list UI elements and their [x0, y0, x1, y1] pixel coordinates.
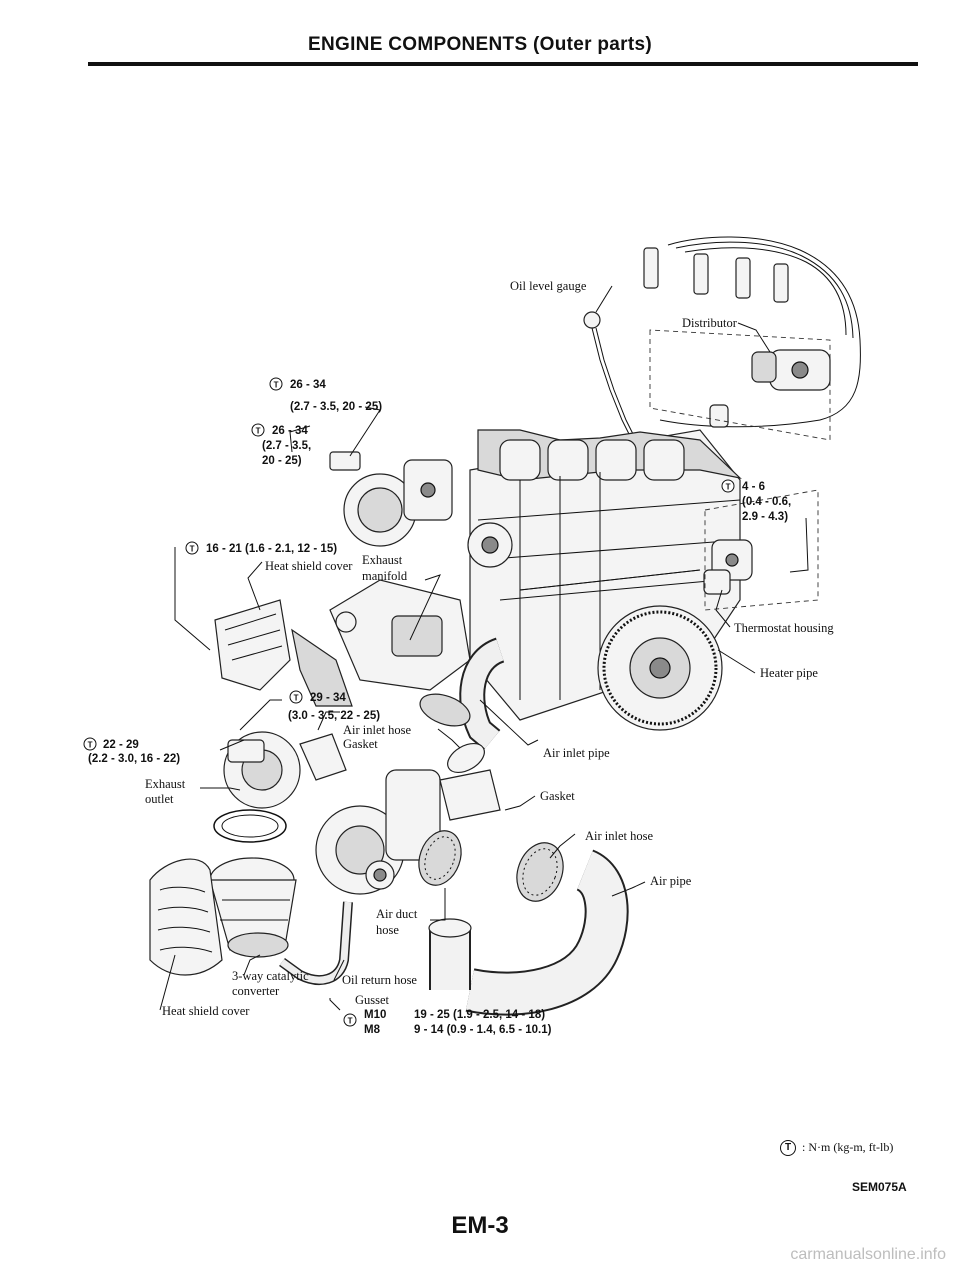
label-air-inlet-pipe: Air inlet pipe — [543, 746, 610, 760]
catalytic-converter-part — [209, 857, 297, 958]
label-distributor: Distributor — [682, 316, 738, 330]
distributor-part — [649, 329, 831, 441]
label-torque-4-6-detail1: (0.4 - 0.6, — [742, 496, 791, 508]
heat-shield-cover-upper-part — [214, 599, 353, 707]
label-catalytic-converter-2: converter — [232, 984, 280, 998]
label-m10: M10 — [364, 1009, 386, 1021]
label-oil-return-hose: Oil return hose — [342, 973, 417, 987]
label-torque-22-29-detail: (2.2 - 3.0, 16 - 22) — [88, 753, 180, 765]
torque-icon — [289, 690, 303, 704]
label-torque-16-21: 16 - 21 (1.6 - 2.1, 12 - 15) — [206, 543, 337, 555]
torque-icon — [185, 541, 199, 555]
torque-icon — [251, 423, 265, 437]
spark-plug-boot-4 — [773, 263, 789, 303]
gasket-rings — [213, 769, 501, 843]
turbocharger-part — [299, 733, 441, 895]
label-exhaust-manifold-1: Exhaust — [362, 553, 403, 567]
label-gusset: Gusset — [355, 993, 390, 1007]
label-air-duct-hose-2: hose — [376, 923, 399, 937]
label-oil-level-gauge: Oil level gauge — [510, 279, 587, 293]
page-number: EM-3 — [451, 1212, 509, 1239]
coil-wire-boot — [709, 404, 729, 428]
spark-plug-boot-3 — [735, 257, 751, 299]
spark-plug-boot-1 — [643, 247, 659, 289]
leader-lines — [159, 285, 809, 1011]
label-torque-26-34-b-detail1: (2.7 - 3.5, — [262, 440, 311, 452]
air-duct-hose-part — [418, 830, 462, 886]
label-exhaust-outlet-1: Exhaust — [145, 777, 186, 791]
page-title: ENGINE COMPONENTS (Outer parts) — [308, 34, 652, 55]
ignition-wires — [643, 236, 861, 428]
label-torque-29-34: 29 - 34 — [310, 692, 346, 704]
heat-shield-cover-lower-part — [149, 858, 223, 976]
air-inlet-hose-right-part — [516, 842, 564, 902]
label-m8: M8 — [364, 1024, 381, 1036]
exhaust-outlet-part — [223, 731, 301, 809]
spark-plug-boot-2 — [693, 253, 709, 295]
label-torque-22-29: 22 - 29 — [103, 739, 139, 751]
label-m8-torque: 9 - 14 (0.9 - 1.4, 6.5 - 10.1) — [414, 1024, 552, 1036]
turbo-upper-housing — [329, 451, 453, 547]
torque-icon — [721, 479, 735, 493]
label-air-duct-hose-1: Air duct — [376, 907, 418, 921]
label-torque-4-6: 4 - 6 — [742, 481, 765, 493]
label-air-pipe: Air pipe — [650, 874, 692, 888]
label-torque-26-34-a: 26 - 34 — [290, 379, 326, 391]
label-gasket-top: Gasket — [343, 737, 378, 751]
label-torque-26-34-b: 26 - 34 — [272, 425, 308, 437]
watermark: carmanualsonline.info — [790, 1246, 946, 1263]
torque-legend: T : N·m (kg-m, ft-lb) — [780, 1140, 894, 1157]
label-heat-shield-cover-upper: Heat shield cover — [265, 559, 353, 573]
torque-icon — [83, 737, 97, 751]
label-air-inlet-hose-right: Air inlet hose — [585, 829, 653, 843]
label-exhaust-manifold-2: manifold — [362, 569, 408, 583]
label-catalytic-converter-1: 3-way catalytic — [232, 969, 309, 983]
label-m10-torque: 19 - 25 (1.9 - 2.5, 14 - 18) — [414, 1009, 545, 1021]
air-pipe-part — [428, 849, 629, 1016]
heater-pipe-part — [519, 569, 701, 591]
label-torque-29-34-detail: (3.0 - 3.5, 22 - 25) — [288, 710, 380, 722]
label-air-inlet-hose-top: Air inlet hose — [343, 723, 411, 737]
label-heat-shield-cover-lower: Heat shield cover — [162, 1004, 250, 1018]
figure-code: SEM075A — [852, 1180, 907, 1194]
exhaust-manifold-part — [329, 579, 471, 691]
torque-icon — [269, 377, 283, 391]
label-torque-4-6-detail2: 2.9 - 4.3) — [742, 511, 788, 523]
label-thermostat-housing: Thermostat housing — [734, 621, 834, 635]
torque-T-icon: T — [780, 1140, 796, 1157]
torque-icon — [343, 1013, 357, 1027]
flywheel — [597, 605, 723, 731]
label-heater-pipe: Heater pipe — [760, 666, 818, 680]
label-exhaust-outlet-2: outlet — [145, 792, 174, 806]
label-gasket-right: Gasket — [540, 789, 575, 803]
air-inlet-hose-top-part — [419, 693, 471, 727]
air-inlet-pipe-part — [447, 637, 506, 774]
legend-text: : N·m (kg-m, ft-lb) — [802, 1140, 894, 1154]
callout-labels: Oil level gauge Distributor 26 - 34 (2.7… — [83, 279, 834, 1036]
oil-level-gauge-part — [583, 311, 637, 441]
label-torque-26-34-b-detail2: 20 - 25) — [262, 455, 302, 467]
header-rule — [88, 62, 918, 66]
label-torque-26-34-a-detail: (2.7 - 3.5, 20 - 25) — [290, 401, 382, 413]
thermostat-housing-part — [703, 489, 819, 611]
